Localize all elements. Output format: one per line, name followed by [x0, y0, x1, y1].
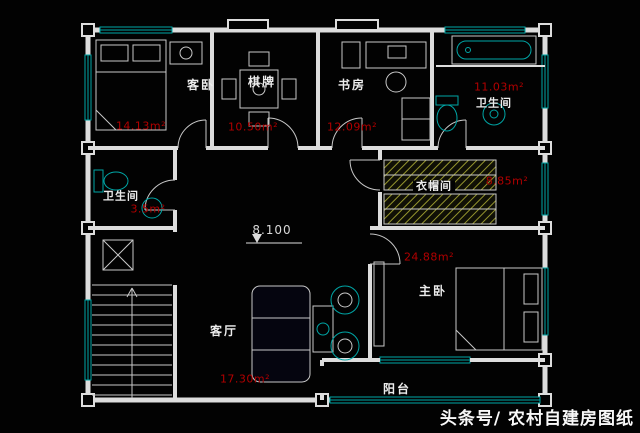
guest-bed — [95, 39, 203, 131]
door-swings — [144, 117, 467, 265]
elevation-marker — [246, 234, 302, 244]
sink — [141, 197, 163, 219]
area-label-bathroom-top: 11.03m² — [473, 80, 525, 94]
area-label-chess-room: 10.50m² — [227, 120, 279, 134]
master-bed — [373, 261, 543, 351]
bathroom-top-fixtures — [435, 35, 537, 132]
toilet — [436, 104, 458, 132]
bookshelf — [341, 41, 361, 69]
tv-bench — [373, 261, 385, 347]
living-room-furniture — [251, 285, 360, 383]
sofa — [251, 285, 311, 383]
armchair — [330, 285, 360, 315]
room-label-chess-room: 棋牌 — [247, 75, 277, 89]
lamp — [179, 46, 193, 60]
bathroom-left-fixtures — [93, 169, 163, 219]
room-label-living-room: 客厅 — [209, 324, 239, 338]
area-label-cloakroom: 8.85m² — [485, 174, 529, 188]
staircase — [92, 239, 172, 398]
room-label-bathroom-top: 卫生间 — [476, 96, 512, 110]
area-label-master-bedroom: 24.88m² — [403, 250, 455, 264]
area-label-living-room: 17.30m² — [219, 372, 271, 386]
room-label-balcony: 阳台 — [382, 382, 412, 396]
room-label-study: 书房 — [337, 78, 367, 92]
room-label-bathroom-left: 卫生间 — [103, 189, 139, 203]
area-label-bathroom-left: 3.5m² — [130, 202, 166, 216]
room-label-cloakroom: 衣帽间 — [413, 180, 455, 192]
study-desk — [341, 41, 431, 141]
desk-chair — [385, 71, 407, 93]
monitor — [387, 45, 407, 59]
interior-walls — [88, 30, 545, 400]
toilet-tank — [435, 95, 459, 106]
toilet-tank — [93, 169, 104, 193]
coffee-table — [312, 305, 334, 353]
room-label-master-bedroom: 主卧 — [418, 284, 448, 298]
armchair — [330, 331, 360, 361]
room-label-guest-bedroom: 客卧 — [186, 78, 216, 92]
chess-table — [221, 51, 297, 127]
area-label-study: 12.09m² — [326, 120, 378, 134]
bathtub — [451, 35, 537, 65]
nightstand — [169, 41, 203, 65]
area-label-guest-bedroom: 14.13m² — [115, 119, 167, 133]
elevation-label: 8.100 — [252, 223, 292, 237]
toilet — [103, 171, 129, 191]
flue-shaft — [102, 239, 134, 271]
sink — [482, 102, 506, 126]
windows — [84, 26, 549, 404]
watermark: 头条号/ 农村自建房图纸 — [439, 409, 634, 429]
